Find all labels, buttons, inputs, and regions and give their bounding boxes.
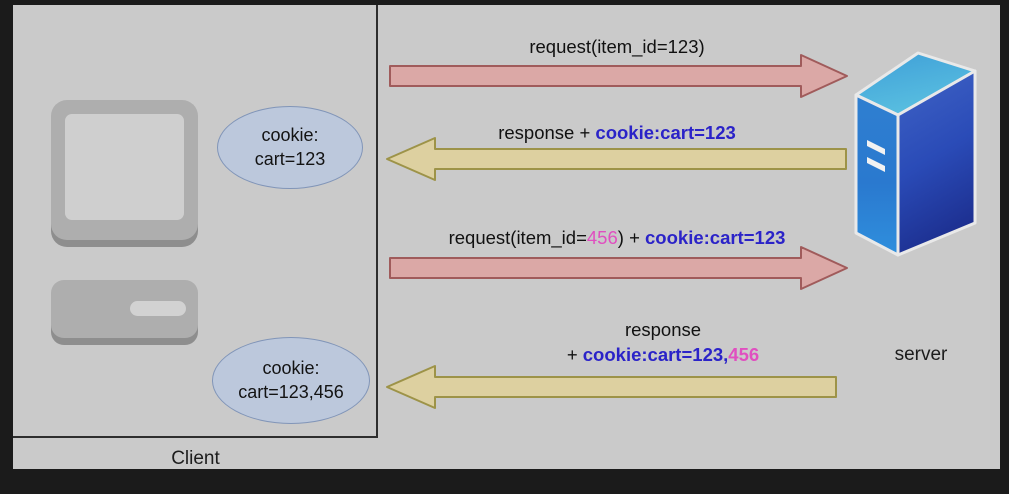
message-3-prefix: request(item_id= <box>448 227 587 248</box>
message-2-arrow-left <box>385 136 847 182</box>
message-2-label: response + cookie:cart=123 <box>392 121 842 146</box>
server-tower-icon <box>851 43 978 293</box>
message-4-cookie: cookie:cart=123, <box>582 343 729 365</box>
diagram-canvas: Client cookie: cart=123 cookie: cart=123… <box>13 5 1000 469</box>
message-3-arrow-right <box>389 245 849 291</box>
desktop-computer-icon <box>38 100 198 338</box>
cookie-bubble-1-line1: cookie: <box>261 124 319 145</box>
client-boundary-box <box>13 5 378 438</box>
server-front-face <box>896 69 977 257</box>
message-3-mid: ) + <box>617 227 646 248</box>
cookie-bubble-2-line2: cart=123,456 <box>238 381 344 402</box>
message-4-item-id: 456 <box>728 343 760 365</box>
message-2-prefix: response + <box>498 122 596 143</box>
computer-base-slot <box>130 301 186 316</box>
message-1-text: request(item_id=123) <box>529 36 705 57</box>
cookie-bubble-1-line2: cart=123 <box>254 148 326 169</box>
message-4-line1: response <box>624 319 702 340</box>
client-label: Client <box>171 448 220 469</box>
cookie-bubble-1: cookie: cart=123 <box>217 106 363 189</box>
cookie-bubble-2-line1: cookie: <box>262 357 320 378</box>
message-1-label: request(item_id=123) <box>392 35 842 60</box>
message-3-cookie: cookie:cart=123 <box>645 227 786 248</box>
server-label: server <box>894 344 948 365</box>
server-slot-2 <box>867 157 885 172</box>
message-4-arrow-left <box>385 364 847 410</box>
message-1-arrow-right <box>389 53 849 99</box>
server-left-face <box>854 93 900 257</box>
message-3-label: request(item_id=456) + cookie:cart=123 <box>392 226 842 251</box>
cookie-bubble-2: cookie: cart=123,456 <box>212 337 370 424</box>
message-4-plus: + <box>566 343 583 365</box>
message-4-label: response + cookie:cart=123,456 <box>483 318 843 368</box>
message-3-item-id: 456 <box>586 227 618 248</box>
monitor-screen <box>65 114 184 220</box>
message-4-line2: + cookie:cart=123,456 <box>483 343 843 368</box>
message-2-cookie: cookie:cart=123 <box>595 122 736 143</box>
computer-base <box>51 280 198 338</box>
server-slot-1 <box>867 140 885 155</box>
monitor-body <box>51 100 198 240</box>
